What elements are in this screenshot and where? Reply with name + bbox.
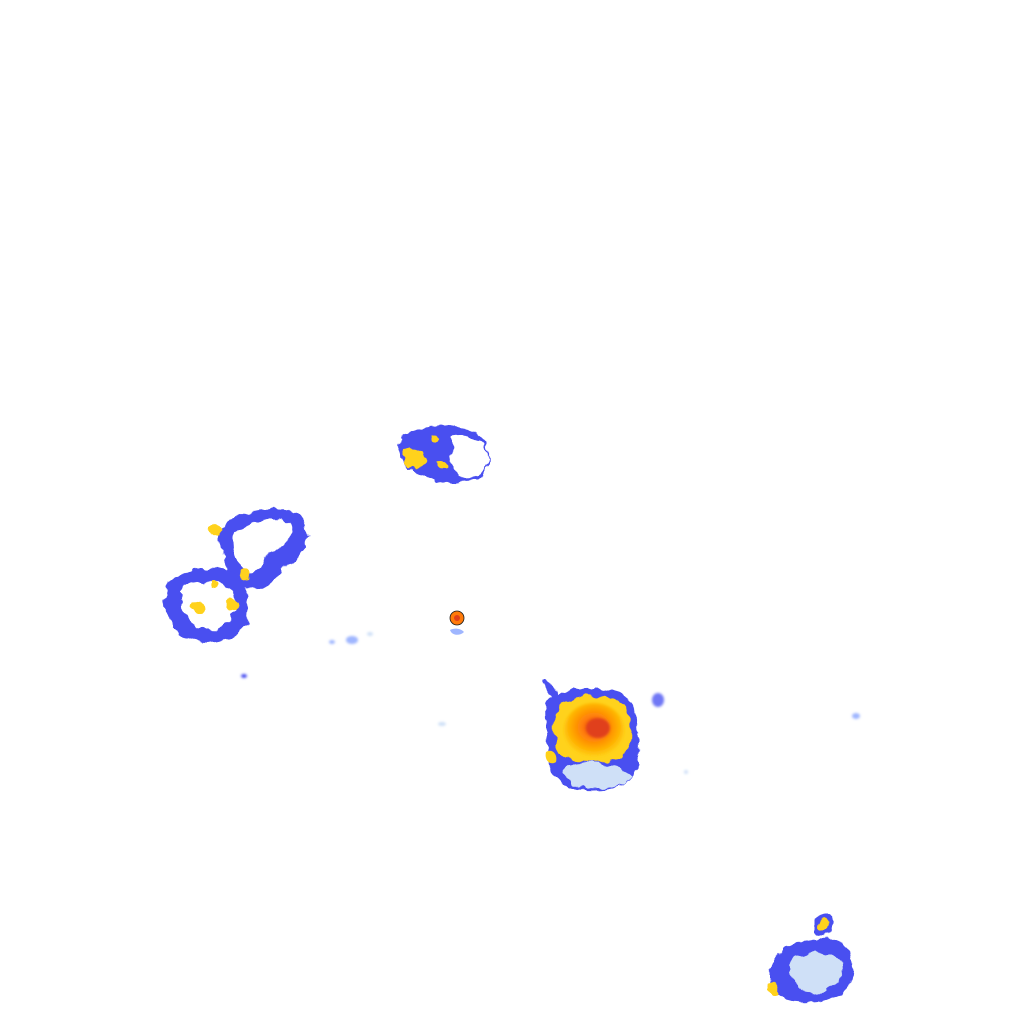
faint-specks [241,632,860,774]
blob-bottom-right [767,914,854,1003]
blob-left-upper [209,508,309,589]
dot-center [449,610,465,635]
blob-main-hotspot [544,679,640,791]
blob-left-lower [164,567,249,642]
blob-top-center [399,426,490,484]
